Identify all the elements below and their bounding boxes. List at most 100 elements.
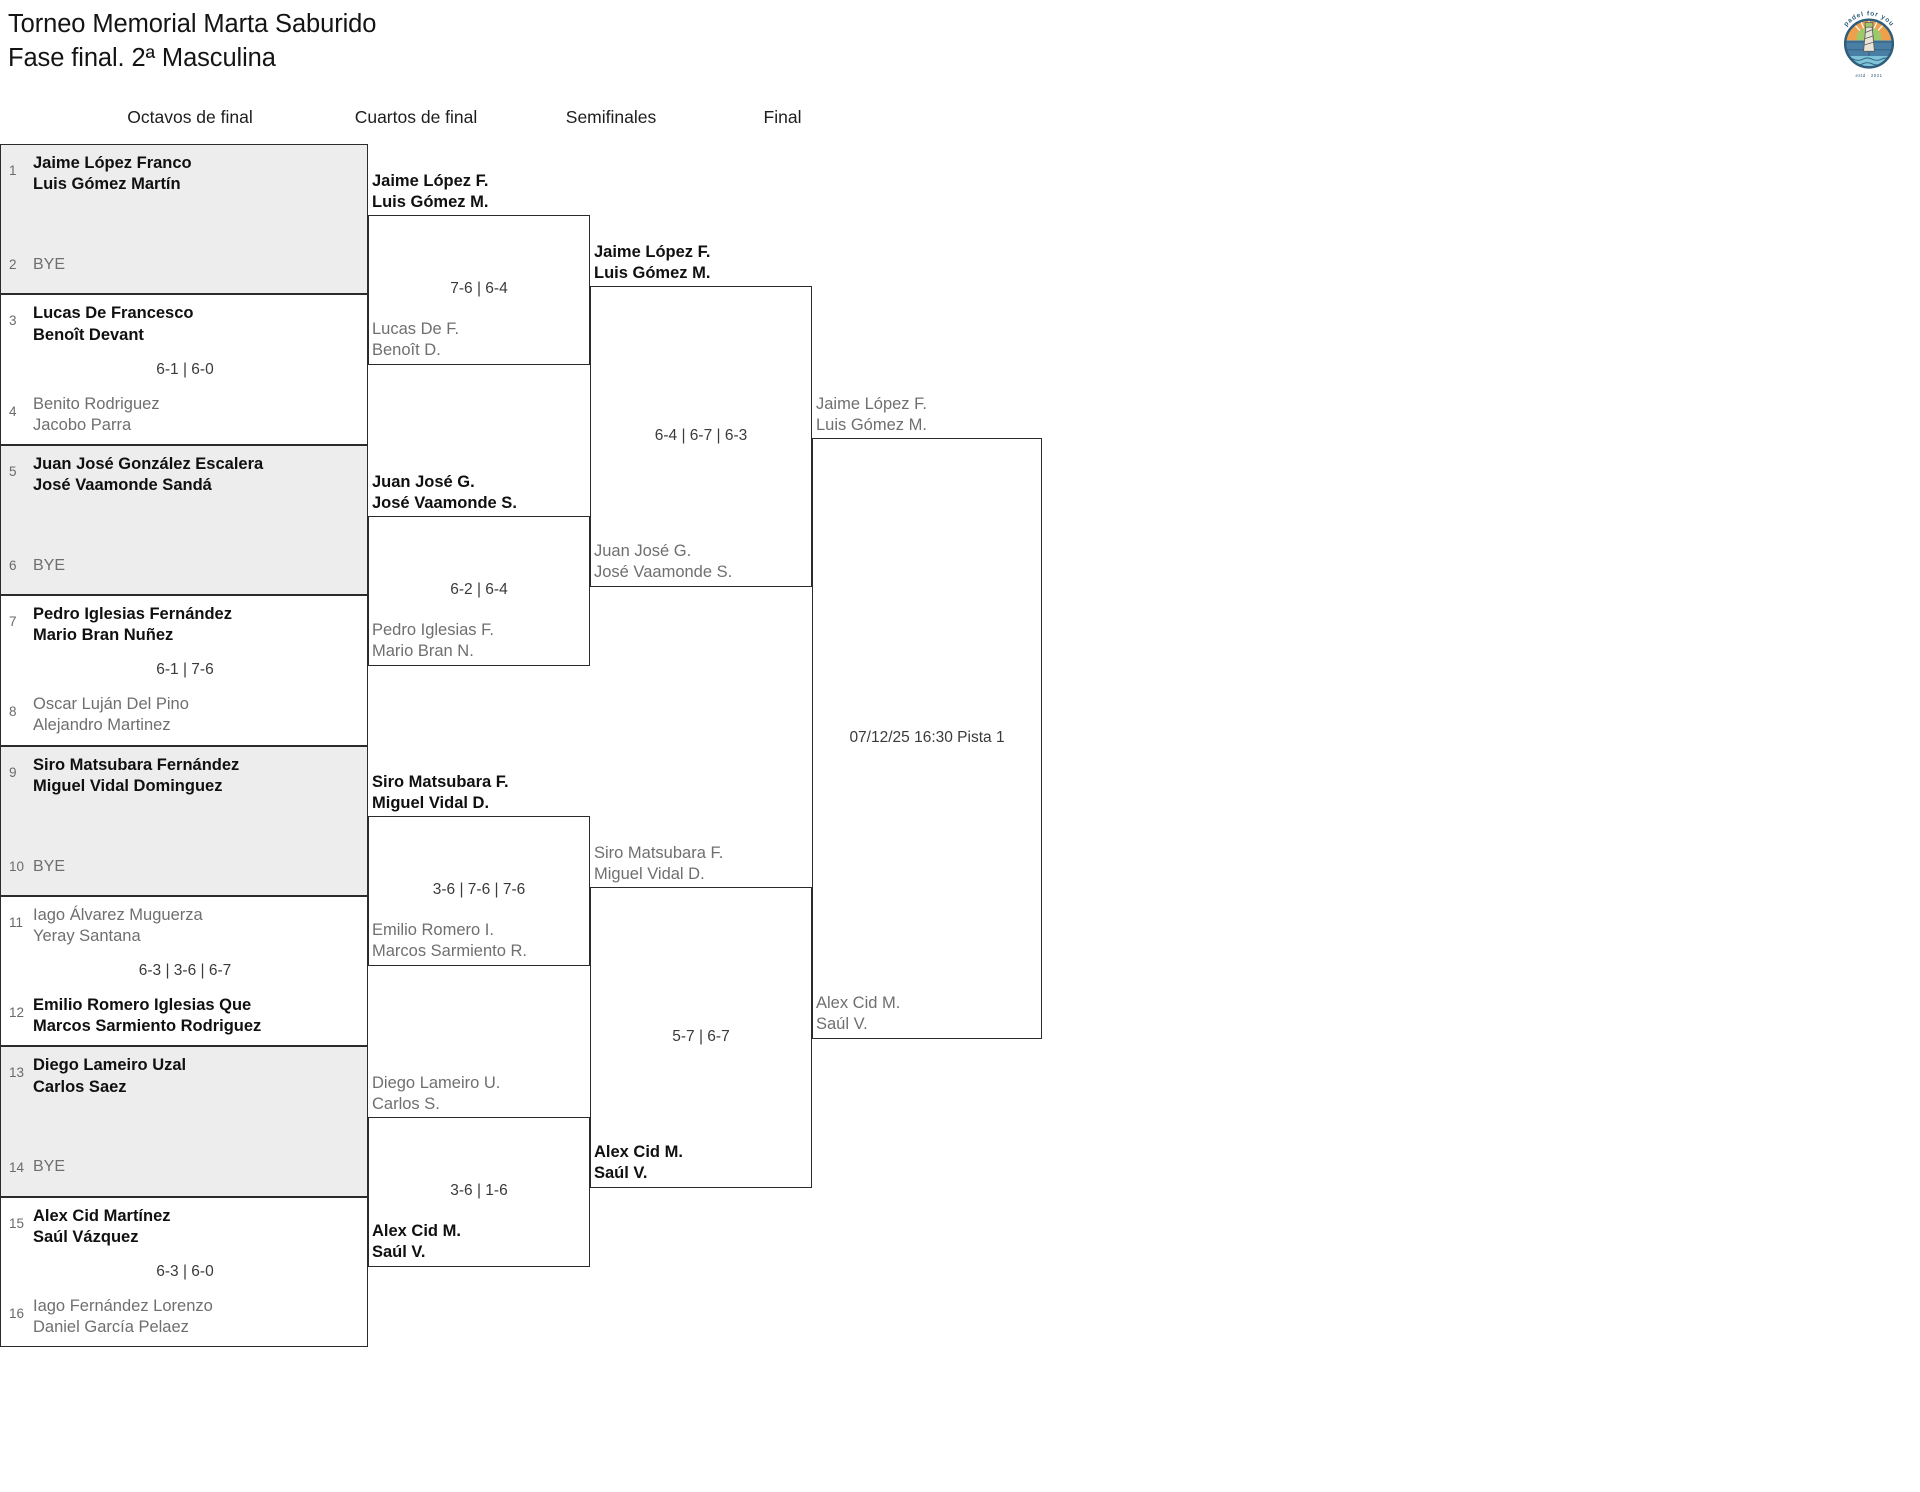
r16-match-3-top-player1: Juan José González Escalera: [33, 454, 264, 473]
qf-match-1-score: 7-6 | 6-4: [450, 280, 508, 297]
qf-match-2-bottom-team[interactable]: Pedro Iglesias F. Mario Bran N.: [372, 620, 494, 662]
tournament-title-line1: Torneo Memorial Marta Saburido: [8, 10, 377, 38]
qf-match-1-top-team[interactable]: Jaime López F.Luis Gómez M.: [372, 171, 488, 213]
qf-match-1-bottom-team[interactable]: Lucas De F.Benoît D.: [372, 319, 459, 361]
sf-match-1-bottom-team[interactable]: Juan José G.José Vaamonde S.: [594, 541, 732, 583]
round-heading-quarterfinals: Cuartos de final: [354, 107, 478, 127]
sf-match-2-top-team[interactable]: Siro Matsubara F.Miguel Vidal D.: [594, 843, 723, 885]
sf-match-1-score: 6-4 | 6-7 | 6-3: [654, 426, 748, 444]
qf-match-3-top-team[interactable]: Siro Matsubara F.Miguel Vidal D.: [372, 772, 509, 814]
qf-match-4-bottom-team-player1: Alex Cid M.: [372, 1222, 461, 1240]
r16-match-5-top-player2: Miguel Vidal Dominguez: [33, 776, 223, 795]
club-logo: padel for you estd · 2021: [1830, 3, 1908, 81]
sf-match-1-top-team[interactable]: Jaime López F.Luis Gómez M.: [594, 242, 710, 284]
qf-match-2-top-team[interactable]: Juan José G.José Vaamonde S.: [372, 472, 517, 514]
final-top-team[interactable]: Jaime López F.Luis Gómez M.: [816, 394, 927, 436]
sf-match-2-bottom-team[interactable]: Alex Cid M.Saúl V.: [594, 1142, 683, 1184]
qf-match-3-bottom-team[interactable]: Emilio Romero I.Marcos Sarmiento R.: [372, 920, 527, 962]
sf-match-2-top-team-names: Siro Matsubara F.Miguel Vidal D.: [594, 843, 723, 885]
qf-match-3-score: 3-6 | 7-6 | 7-6: [432, 881, 526, 898]
qf-match-4-bottom-team-player2: Saúl V.: [372, 1243, 426, 1262]
tournament-title-line2: Fase final. 2ª Masculina: [8, 43, 276, 72]
round-heading-final: Final: [763, 107, 802, 127]
r16-match-7-bottom-names: BYE: [33, 1157, 65, 1177]
r16-match-2-bottom-seed: 4: [9, 403, 17, 419]
qf-match-4-top-team-player1: Diego Lameiro U.: [372, 1074, 501, 1092]
r16-match-3-bottom-names: BYE: [33, 556, 65, 576]
r16-match-2-score: 6-1 | 6-0: [156, 360, 214, 378]
qf-match-2-box[interactable]: [368, 516, 590, 666]
r16-match-2-top-player2: Benoît Devant: [33, 325, 144, 344]
r16-match-1-top-player1: Jaime López Franco: [33, 154, 192, 172]
r16-match-4-bottom-player1: Oscar Luján Del Pino: [33, 695, 189, 714]
r16-match-6-top-player2: Yeray Santana: [33, 927, 141, 946]
r16-match-5-bottom-names: BYE: [33, 857, 65, 877]
qf-match-1-bottom-team-names: Lucas De F.Benoît D.: [372, 319, 459, 361]
sf-match-2-bottom-team-names: Alex Cid M.Saúl V.: [594, 1142, 683, 1184]
qf-match-2-top-team-player2: José Vaamonde S.: [372, 494, 517, 513]
qf-match-2-bottom-team-player2: Mario Bran N.: [372, 642, 474, 661]
qf-match-4-bottom-team[interactable]: Alex Cid M. Saúl V.: [372, 1221, 461, 1263]
r16-match-7-bottom-team[interactable]: 14 BYE: [1, 1157, 369, 1177]
r16-match-6-score: 6-3 | 3-6 | 6-7: [138, 962, 232, 980]
qf-match-2-bottom-team-player1: Pedro Iglesias F.: [372, 621, 494, 639]
final-match-box[interactable]: [812, 438, 1042, 1039]
r16-match-8-bottom-seed: 16: [9, 1305, 25, 1321]
r16-match-8-score: 6-3 | 6-0: [156, 1262, 214, 1280]
qf-match-4-top-team[interactable]: Diego Lameiro U.Carlos S.: [372, 1073, 500, 1115]
r16-match-4-score: 6-1 | 7-6: [156, 661, 214, 679]
r16-match-7-top-player2: Carlos Saez: [33, 1077, 127, 1096]
qf-match-4-box[interactable]: [368, 1117, 590, 1267]
r16-match-2-top-player1: Lucas De Francesco: [33, 304, 194, 323]
sf-match-2-box[interactable]: [590, 887, 812, 1188]
final-bottom-team[interactable]: Alex Cid M.Saúl V.: [816, 993, 900, 1035]
r16-match-6-top-player1: Iago Álvarez Muguerza: [33, 906, 203, 924]
final-top-team-names: Jaime López F.Luis Gómez M.: [816, 394, 927, 436]
sf-match-1-bottom-team-player2: José Vaamonde S.: [594, 563, 733, 582]
sf-match-1-bottom-team-names: Juan José G.José Vaamonde S.: [594, 541, 732, 583]
qf-match-1-box[interactable]: [368, 215, 590, 365]
qf-match-2-bottom-team-names: Pedro Iglesias F. Mario Bran N.: [372, 620, 494, 662]
r16-match-8-bottom-player2: Daniel García Pelaez: [33, 1318, 189, 1337]
r16-match-4-bottom-seed: 8: [9, 704, 17, 720]
qf-match-3-box[interactable]: [368, 816, 590, 966]
r16-match-4-bottom-player2: Alejandro Martinez: [33, 716, 171, 735]
final-bottom-team-player2: Saúl V.: [816, 1015, 868, 1034]
final-bottom-team-names: Alex Cid M.Saúl V.: [816, 993, 900, 1035]
r16-match-8-top-player1: Alex Cid Martínez: [33, 1206, 171, 1225]
r16-match-2-bottom-player1: Benito Rodriguez: [33, 394, 160, 413]
sf-match-1-box[interactable]: [590, 286, 812, 587]
r16-match-1-bottom-names: BYE: [33, 255, 65, 275]
r16-match-7-bottom-seed: 14: [9, 1159, 25, 1175]
